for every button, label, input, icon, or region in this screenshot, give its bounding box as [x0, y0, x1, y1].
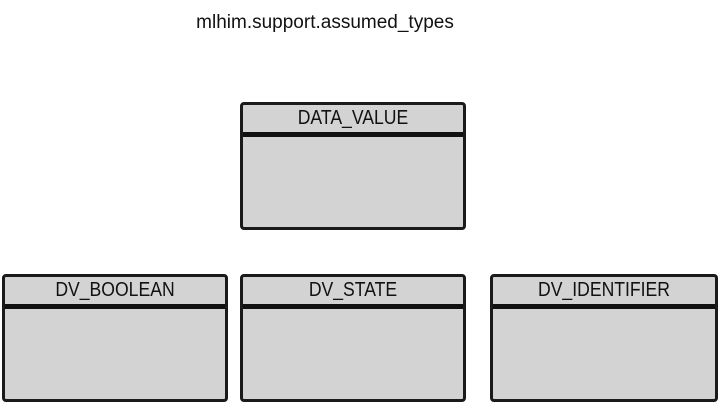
- class-divider: [5, 304, 225, 309]
- class-box-dv-state[interactable]: DV_STATE: [240, 274, 466, 402]
- class-name-dv-boolean: DV_BOOLEAN: [55, 279, 175, 301]
- class-box-data-value[interactable]: DATA_VALUE: [240, 102, 466, 230]
- class-divider: [243, 304, 463, 309]
- class-attributes-compartment: [5, 309, 225, 389]
- class-attributes-compartment: [243, 137, 463, 217]
- class-box-dv-boolean[interactable]: DV_BOOLEAN: [2, 274, 228, 402]
- class-name-dv-state: DV_STATE: [308, 279, 398, 301]
- class-divider: [493, 304, 715, 309]
- class-name-dv-identifier: DV_IDENTIFIER: [537, 279, 671, 301]
- class-name-data-value: DATA_VALUE: [297, 107, 409, 129]
- package-title: mlhim.support.assumed_types: [196, 12, 454, 33]
- class-attributes-compartment: [493, 309, 715, 389]
- class-box-dv-identifier[interactable]: DV_IDENTIFIER: [490, 274, 718, 402]
- class-attributes-compartment: [243, 309, 463, 389]
- class-divider: [243, 132, 463, 137]
